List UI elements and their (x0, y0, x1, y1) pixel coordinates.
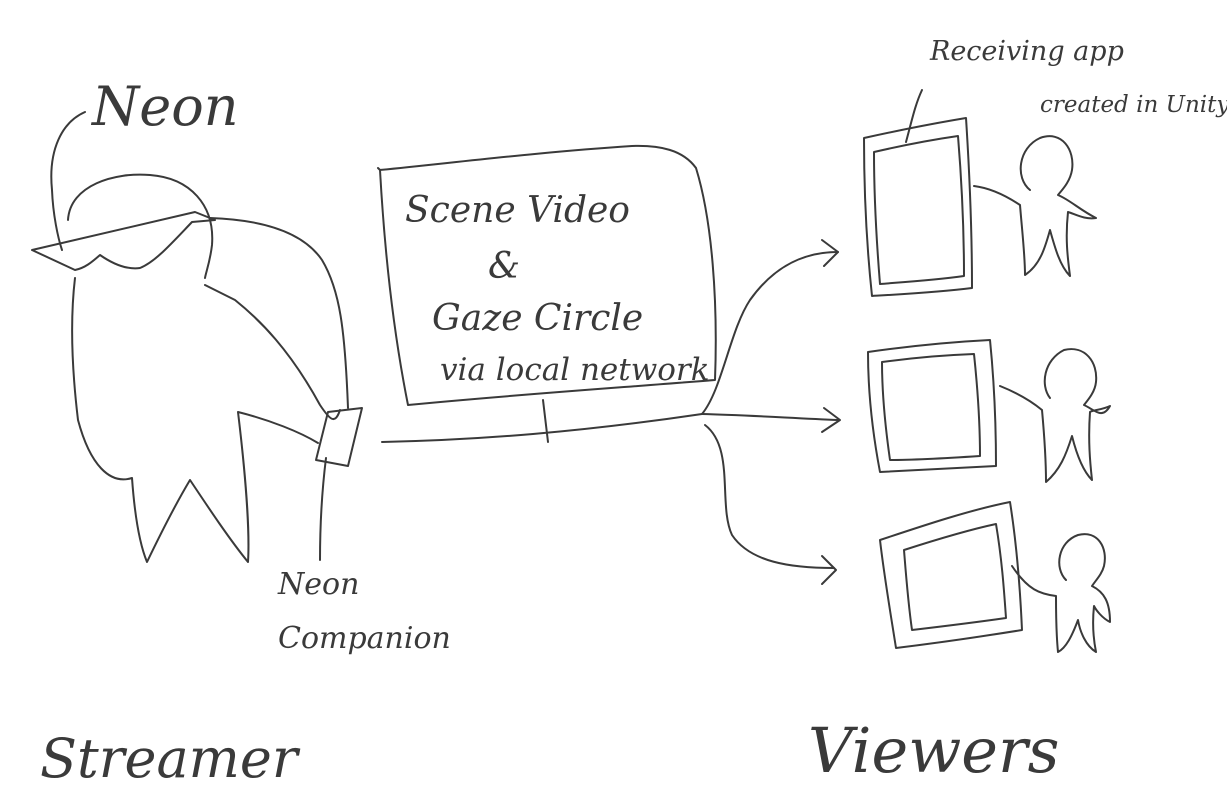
viewer-2-screen-inner (881, 353, 981, 461)
streamer-body (71, 277, 319, 563)
stream-content-box (377, 144, 717, 406)
viewer-1-person (973, 135, 1097, 277)
companion-label-pointer (319, 457, 327, 561)
neon-companion-label-line2: Companion (278, 621, 451, 656)
receiving-app-pointer (905, 89, 923, 143)
stream-box-text-4: via local network (440, 352, 710, 388)
viewer-3-screen-outer (879, 501, 1023, 649)
network-trunk (381, 413, 703, 443)
arrow-to-viewer-1 (701, 251, 839, 415)
streamer-head (67, 173, 214, 279)
arrow-head-2 (821, 407, 841, 433)
stream-box-text-3: Gaze Circle (432, 298, 643, 339)
neon-label: Neon (90, 75, 239, 138)
arrow-to-viewer-3 (704, 424, 835, 569)
viewer-3-screen-inner (903, 523, 1007, 631)
receiving-app-label-line1: Receiving app (929, 36, 1124, 67)
streamer-label: Streamer (40, 727, 301, 790)
neon-companion-label-line1: Neon (277, 567, 359, 602)
viewer-2-person (999, 348, 1111, 483)
viewers-label: Viewers (808, 714, 1059, 787)
viewer-3 (879, 501, 1111, 653)
stream-box-outline (377, 144, 717, 406)
stream-box-text-1: Scene Video (405, 190, 630, 231)
viewer-2-screen-outer (867, 339, 997, 473)
viewer-1-screen-inner (873, 135, 965, 285)
streamer-figure (31, 111, 363, 563)
receiving-app-label-line2: created in Unity (1040, 92, 1227, 118)
neon-companion-phone (315, 407, 363, 467)
viewer-2 (867, 339, 1111, 483)
neon-label-pointer (50, 111, 86, 251)
arrow-to-viewer-2 (701, 413, 839, 421)
network-paths (381, 239, 841, 585)
stream-box-text-2: & (488, 246, 520, 287)
trunk-tick (542, 399, 549, 443)
viewer-1-screen-outer (863, 117, 973, 297)
neon-cable (209, 217, 349, 409)
streamer-shoulder (204, 284, 341, 420)
neon-glasses (31, 211, 216, 271)
viewer-3-person (1011, 533, 1111, 653)
viewer-1 (863, 89, 1097, 297)
arrow-head-1 (821, 239, 839, 267)
arrow-head-3 (821, 555, 837, 585)
